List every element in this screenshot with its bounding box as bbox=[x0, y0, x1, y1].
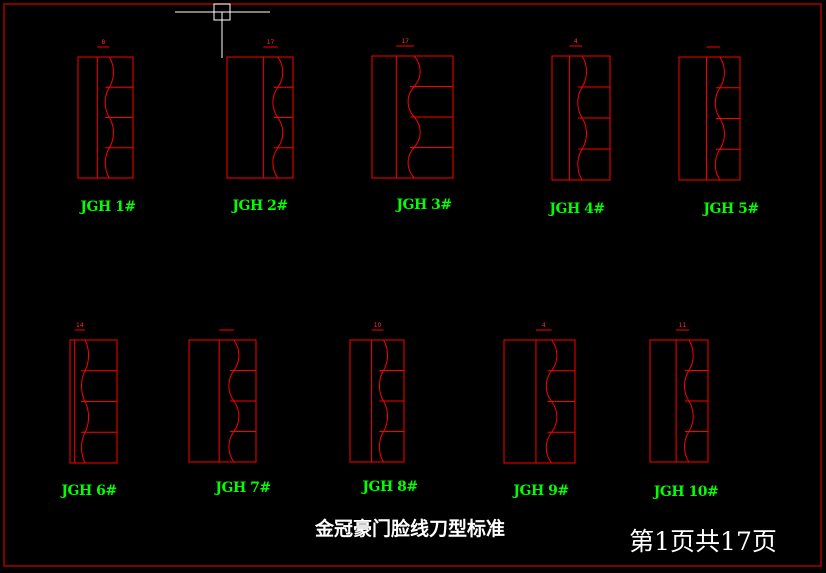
top-dimension-value: 4 bbox=[541, 322, 546, 329]
page-info: 第1页共17页 bbox=[629, 527, 777, 556]
profile-label: JGH 10# bbox=[653, 484, 719, 500]
crosshair-cursor-icon bbox=[175, 3, 270, 58]
top-dimension-value: 17 bbox=[266, 39, 275, 46]
profile-drawing-9[interactable] bbox=[503, 329, 576, 464]
profile-label: JGH 2# bbox=[232, 198, 288, 214]
profile-drawing-10[interactable] bbox=[649, 329, 709, 463]
top-dimension-value: 8 bbox=[101, 39, 106, 46]
profile-label: JGH 7# bbox=[215, 480, 271, 496]
top-dimension-value: 17 bbox=[401, 38, 410, 45]
profile-drawing-5[interactable] bbox=[678, 46, 741, 181]
profile-drawing-4[interactable] bbox=[551, 45, 611, 181]
profile-label: JGH 6# bbox=[61, 483, 117, 499]
sheet-border bbox=[3, 3, 822, 567]
profile-drawing-8[interactable] bbox=[349, 329, 405, 463]
drawing-title: 金冠豪门脸线刀型标准 bbox=[314, 518, 506, 540]
top-dimension-value: 14 bbox=[76, 322, 84, 329]
profile-drawing-1[interactable] bbox=[77, 46, 134, 179]
profile-label: JGH 4# bbox=[549, 201, 605, 217]
profile-drawing-3[interactable] bbox=[371, 45, 454, 179]
top-dimension-value: 4 bbox=[573, 38, 578, 45]
profile-label: JGH 5# bbox=[703, 201, 759, 217]
profile-label: JGH 9# bbox=[513, 483, 569, 499]
profile-drawing-7[interactable] bbox=[188, 329, 257, 463]
top-dimension-value: 11 bbox=[678, 322, 687, 329]
top-dimension-value: 10 bbox=[373, 322, 382, 329]
profile-label: JGH 1# bbox=[80, 199, 136, 215]
profile-label: JGH 8# bbox=[362, 479, 418, 495]
profile-drawing-6[interactable] bbox=[69, 329, 118, 464]
profile-drawing-2[interactable] bbox=[226, 46, 294, 179]
profile-label: JGH 3# bbox=[396, 197, 452, 213]
